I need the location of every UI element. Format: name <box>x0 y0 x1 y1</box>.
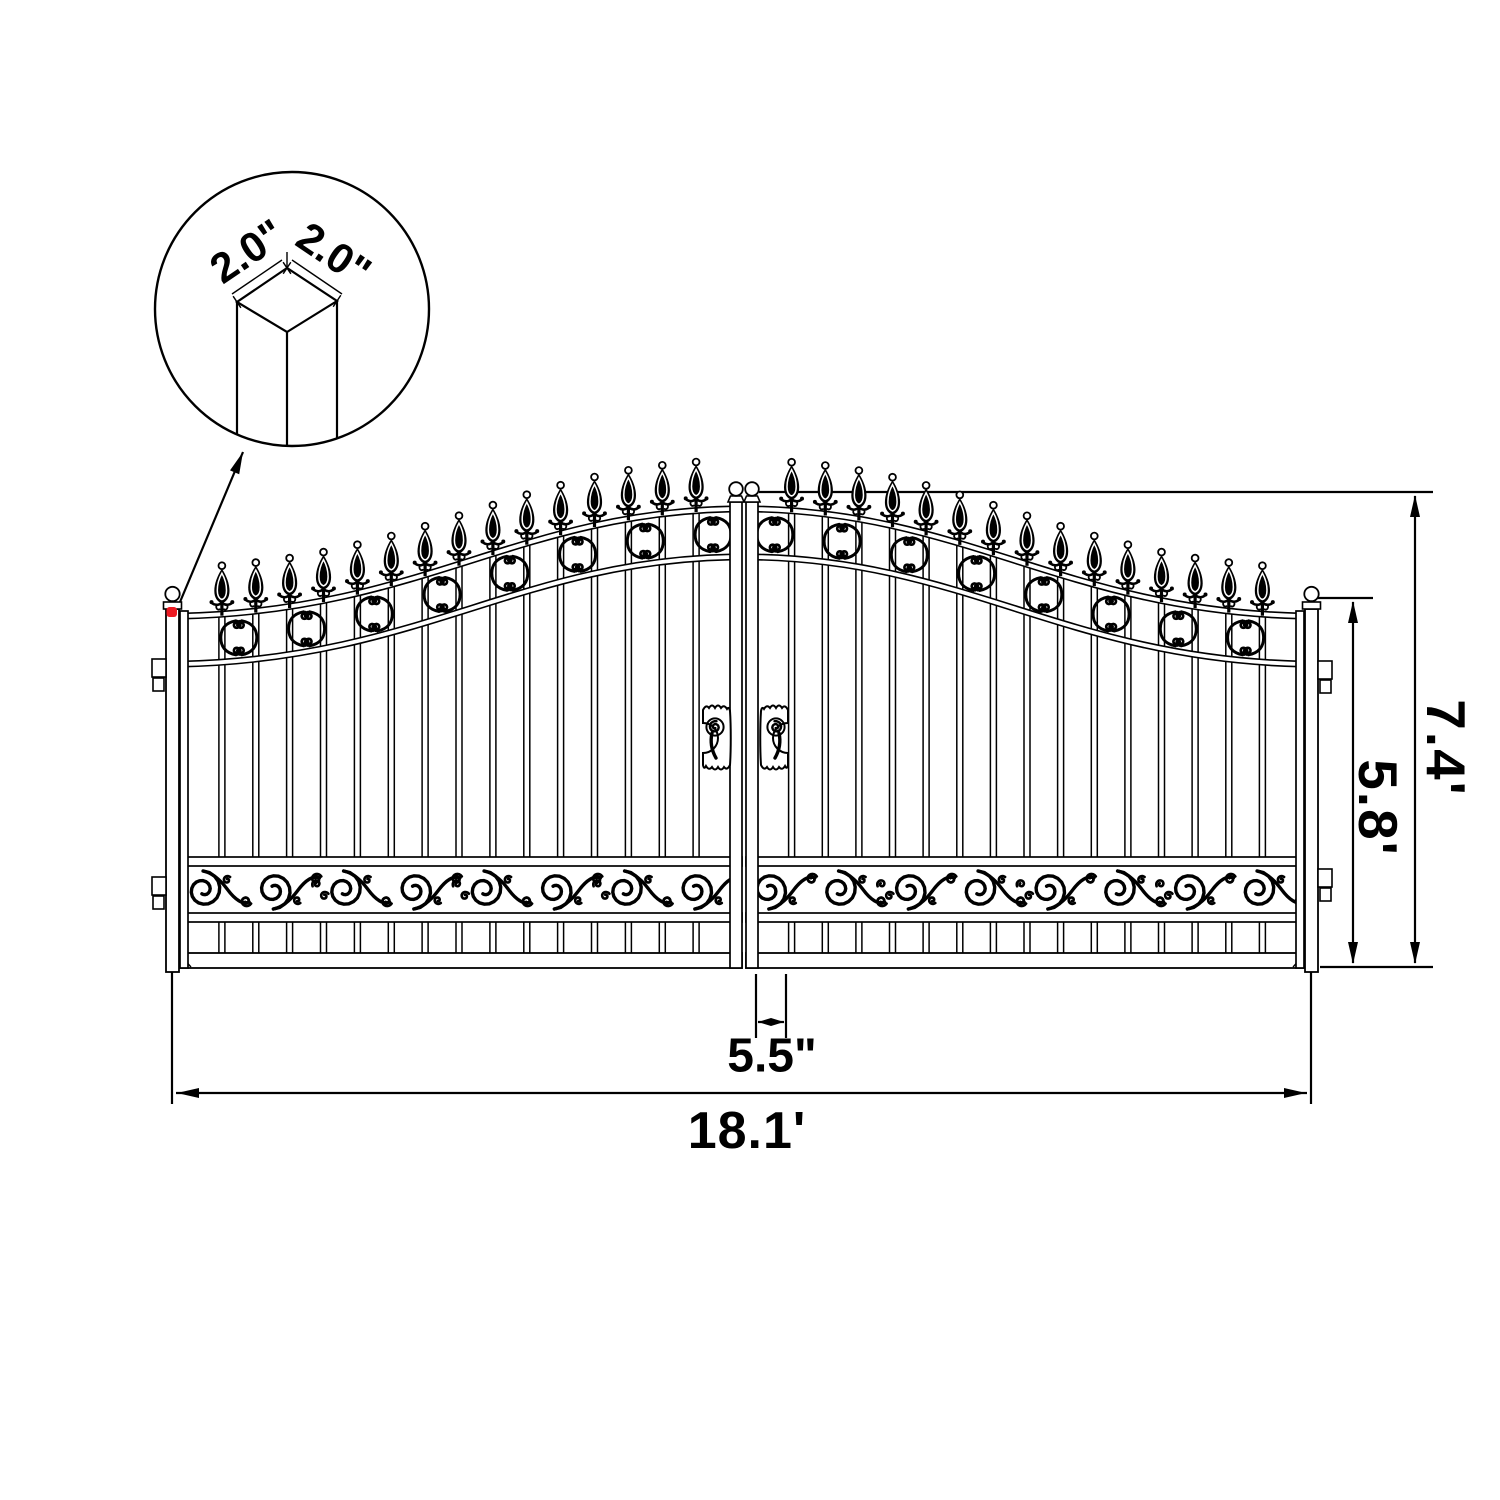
spear-finial-icon <box>343 539 372 597</box>
spear-finial-icon <box>811 460 840 517</box>
gate-handle <box>759 704 789 771</box>
spear-finial-icon <box>777 457 806 514</box>
c-scroll-pair <box>354 595 394 633</box>
c-scroll-pair <box>1024 576 1064 614</box>
spear-finial-icon <box>1181 553 1209 610</box>
spear-finial-icon <box>1215 557 1243 614</box>
spear-finial-icon <box>546 480 575 537</box>
spear-finial-icon <box>1114 539 1142 597</box>
c-scroll-pair <box>490 554 530 592</box>
red-reference-marker <box>166 607 177 617</box>
frame-stiles <box>179 481 746 969</box>
overall-height-label: 7.4' <box>1415 699 1477 797</box>
spear-finial-icon <box>946 490 974 547</box>
arched-rails <box>754 505 1301 668</box>
bottom-rail <box>179 952 743 969</box>
spear-finial-icon <box>445 510 473 568</box>
right-post <box>1304 608 1319 973</box>
gate-posts <box>151 585 1333 973</box>
post-cap <box>1301 601 1322 610</box>
spear-finial-icon <box>275 553 304 610</box>
gate-handle <box>702 704 732 771</box>
c-scroll-pair <box>558 535 598 573</box>
spear-finial-icon <box>479 500 507 557</box>
spear-finial-icon <box>580 472 609 529</box>
c-scroll-pair <box>1158 610 1198 648</box>
stile-cap <box>726 495 746 503</box>
spear-finial-icon <box>912 480 940 537</box>
c-scroll-pair <box>287 610 327 648</box>
hinge-icon <box>1317 660 1333 694</box>
stile-cap <box>742 495 762 503</box>
spear-finial-icon <box>377 531 405 588</box>
spear-finial-icon <box>208 560 236 618</box>
ball-finial-icon <box>1303 585 1320 603</box>
c-scroll-pair <box>422 576 462 613</box>
overall-width-label: 18.1' <box>688 1102 807 1160</box>
hinge-icon <box>151 876 167 910</box>
spear-finial-icon <box>1147 547 1176 604</box>
ball-finial-icon <box>744 481 760 497</box>
spear-finial-icon <box>242 557 270 614</box>
spear-finial-icon <box>1248 560 1277 618</box>
c-scroll-pair <box>1091 595 1131 633</box>
center-gap-label: 5.5" <box>727 1030 816 1083</box>
c-scroll-pair <box>693 516 733 554</box>
leaf-height-label: 5.8' <box>1347 759 1409 857</box>
spear-finial-icon <box>878 472 907 529</box>
spear-finial-icon <box>309 547 338 604</box>
spear-finial-icon <box>1046 521 1075 578</box>
post-section-detail-callout <box>153 170 431 448</box>
hinge-icon <box>1317 868 1333 902</box>
scroll-ornaments <box>219 516 733 657</box>
spear-finial-icon <box>411 521 439 578</box>
ball-finial-icon <box>164 585 181 603</box>
ball-finial-icon <box>728 481 744 497</box>
c-scroll-pair <box>957 555 997 592</box>
spear-finial-icon <box>648 460 677 517</box>
spear-finial-icon <box>979 500 1008 557</box>
c-scroll-pair <box>219 619 259 657</box>
gate-leaf-left <box>179 457 746 969</box>
c-scroll-pair <box>822 522 862 560</box>
bottom-rail <box>745 952 1305 969</box>
gate-leaf-right <box>742 457 1305 969</box>
c-scroll-pair <box>625 522 665 560</box>
spear-finial-icon <box>1080 531 1109 588</box>
spear-finial-icon <box>845 465 873 522</box>
bottom-scroll-band <box>179 856 743 923</box>
c-scroll-pair <box>1226 619 1266 657</box>
spear-finial-icon <box>513 490 541 547</box>
spear-finial-icon <box>614 465 643 522</box>
scroll-ornaments <box>755 516 1266 657</box>
spear-finial-icon <box>1013 511 1041 568</box>
dimension-lines <box>170 451 1433 1104</box>
spear-finial-icon <box>682 457 710 514</box>
gate-drawing <box>151 457 1333 973</box>
left-post <box>165 608 180 973</box>
hinge-icon <box>151 658 167 692</box>
c-scroll-pair <box>755 516 795 554</box>
frame-stiles <box>742 481 1305 969</box>
bottom-scroll-band <box>745 856 1305 923</box>
arched-rails <box>183 505 732 668</box>
c-scroll-pair <box>889 536 929 574</box>
